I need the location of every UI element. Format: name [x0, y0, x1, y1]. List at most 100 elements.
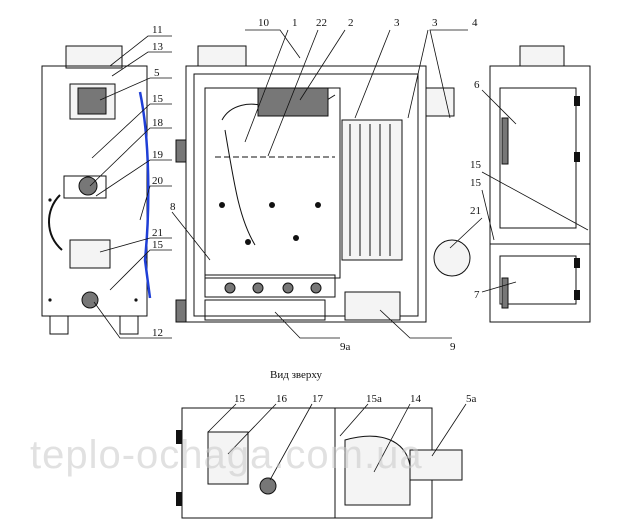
ash-door-9	[344, 291, 401, 321]
leader-15c	[481, 171, 589, 231]
top-view-caption: Вид зверху	[270, 369, 323, 381]
leader-13	[111, 51, 172, 77]
label-15: 15	[152, 239, 164, 251]
leader-22	[267, 29, 319, 157]
label-21: 21	[470, 205, 481, 217]
watermark: teplo-ochaga.com.ua	[30, 433, 423, 477]
section-view	[175, 45, 471, 323]
flue-outlet-4	[425, 87, 455, 117]
rear-cable	[48, 194, 63, 251]
leader-12	[93, 301, 172, 339]
label-5: 5	[154, 67, 160, 79]
leader-17	[269, 403, 313, 481]
label-11: 11	[152, 24, 163, 36]
label-2: 2	[348, 17, 354, 29]
leader-3b	[407, 29, 429, 119]
label-6: 6	[474, 79, 480, 91]
thermostat-19	[78, 176, 98, 196]
leader-8	[171, 211, 211, 261]
leader-3a	[354, 29, 391, 119]
label-10: 10	[258, 17, 270, 29]
hinge	[574, 290, 580, 300]
label-19: 19	[152, 149, 164, 161]
drain-12	[81, 291, 99, 309]
label-1: 1	[292, 17, 298, 29]
label-16: 16	[276, 393, 288, 405]
leader-14	[373, 403, 411, 473]
leader-7	[481, 281, 517, 293]
leader-6	[481, 89, 517, 125]
top-baffle-22	[257, 87, 329, 117]
air-nozzle	[252, 282, 264, 294]
port-17	[259, 477, 277, 495]
label-4: 4	[472, 17, 478, 29]
label-9a: 9а	[340, 341, 351, 353]
ash-pan-9a	[204, 299, 326, 321]
front-top-flue	[519, 45, 565, 67]
flame-marker	[269, 202, 275, 208]
door-handle-upper	[501, 117, 509, 165]
baffle-curve	[224, 129, 256, 246]
label-15a: 15а	[366, 393, 382, 405]
rear-foot-right	[119, 315, 139, 335]
air-nozzle	[282, 282, 294, 294]
loading-door-6	[499, 87, 577, 229]
controller-box	[63, 175, 107, 199]
label-17: 17	[312, 393, 324, 405]
rear-bolt	[134, 298, 138, 302]
flame-marker	[293, 235, 299, 241]
pump-21-side	[433, 239, 471, 277]
leader-15f	[339, 403, 369, 437]
front-body	[489, 65, 591, 323]
leader-5a	[431, 403, 467, 457]
label-7: 7	[474, 289, 480, 301]
label-13: 13	[152, 41, 164, 53]
leader-18	[89, 127, 172, 187]
section-inner-body	[193, 73, 419, 317]
leader-lines	[89, 29, 589, 481]
leader-2	[299, 29, 346, 101]
label-3: 3	[394, 17, 400, 29]
label-15: 15	[470, 177, 482, 189]
label-20: 20	[152, 175, 164, 187]
door-handle	[175, 139, 187, 163]
rear-bolt	[48, 198, 52, 202]
leader-10	[245, 29, 301, 59]
leader-5	[99, 77, 172, 101]
pump-21	[69, 239, 111, 269]
leader-1	[244, 29, 289, 143]
hinge	[574, 96, 580, 106]
rear-body	[41, 65, 148, 317]
label-21: 21	[152, 227, 163, 239]
section-top-flue	[197, 45, 247, 67]
label-3: 3	[432, 17, 438, 29]
hinge	[574, 152, 580, 162]
top-handle	[176, 492, 182, 506]
label-5a: 5а	[466, 393, 477, 405]
rear-view	[41, 45, 152, 335]
section-outer-body	[185, 65, 427, 323]
leader-20	[139, 185, 172, 221]
rear-bolt	[48, 298, 52, 302]
leader-16	[227, 403, 277, 455]
leader-21a	[99, 237, 172, 253]
hinge	[574, 258, 580, 268]
label-12: 12	[152, 327, 163, 339]
ash-door-7	[499, 255, 577, 305]
leader-11	[109, 35, 172, 67]
leader-15a	[91, 103, 172, 159]
air-nozzle	[310, 282, 322, 294]
leader-15d	[481, 189, 495, 241]
flame-markers	[219, 202, 321, 245]
top-handle	[176, 430, 182, 444]
leader-15b	[109, 249, 172, 291]
air-nozzle	[224, 282, 236, 294]
leader-4	[429, 29, 468, 119]
flame-marker	[219, 202, 225, 208]
label-15: 15	[470, 159, 482, 171]
grate-8	[204, 274, 336, 298]
blue-capillary-tube	[138, 91, 152, 299]
label-8: 8	[170, 201, 176, 213]
flue-box-14	[344, 435, 411, 506]
